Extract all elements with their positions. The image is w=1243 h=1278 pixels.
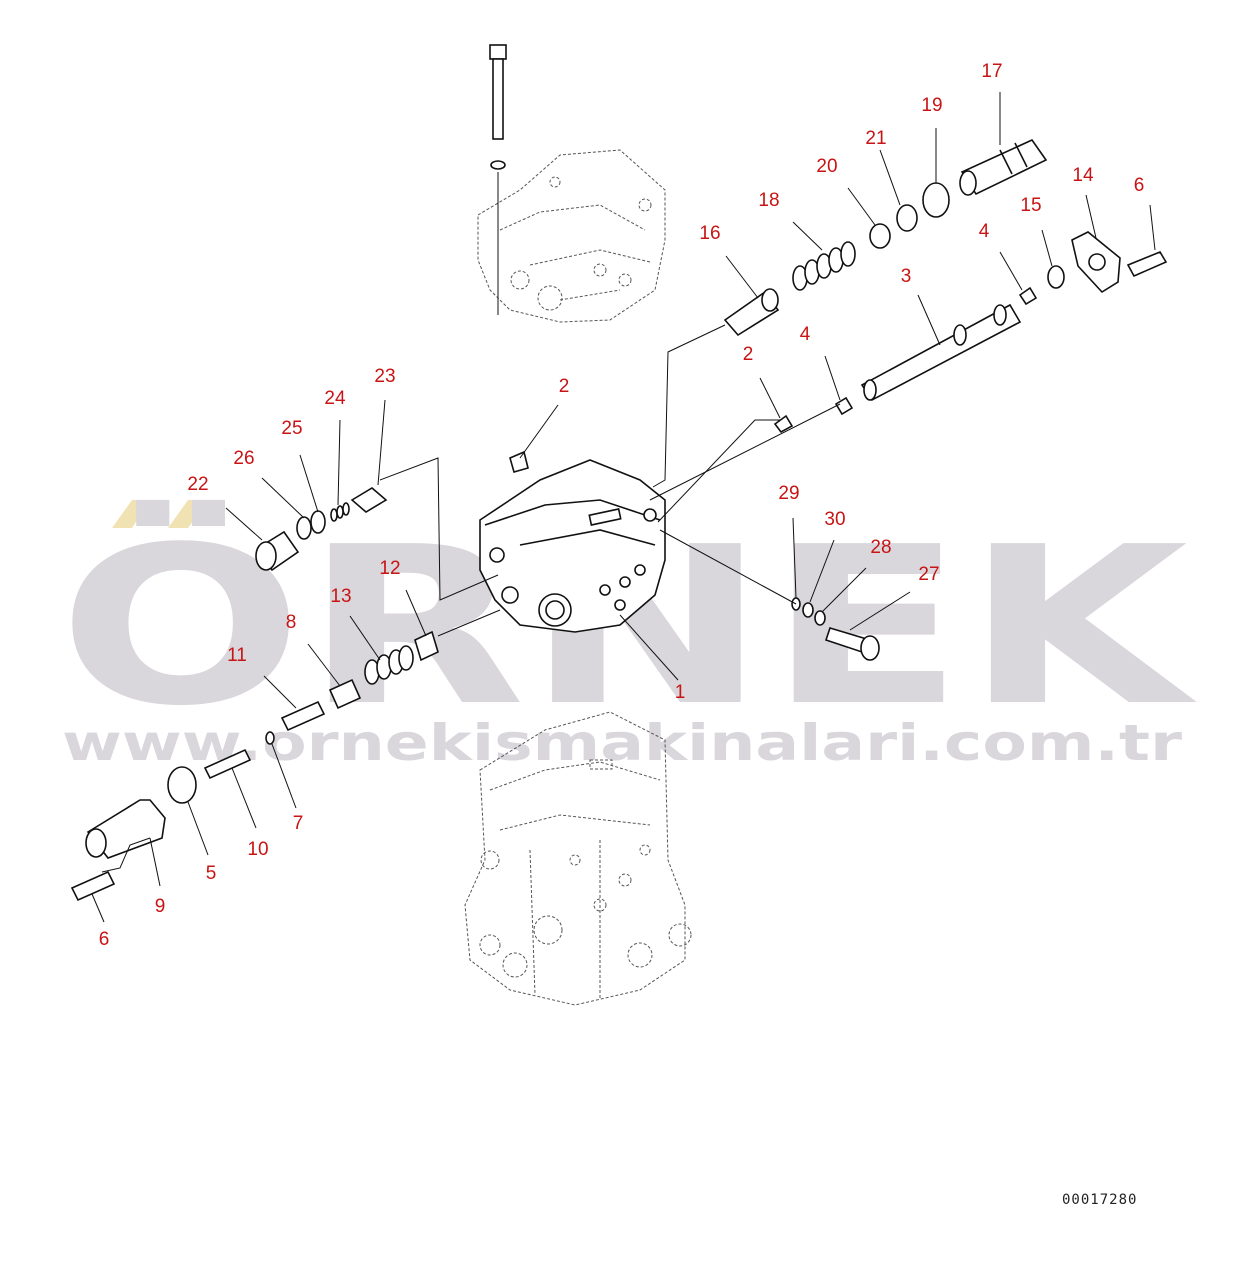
callout-20: 20 [816, 156, 837, 177]
plug-4-upper [1018, 286, 1038, 306]
watermark-url: www.ornekismakinalari.com.tr [62, 714, 1182, 772]
poppet-23 [350, 487, 388, 513]
callout-12: 12 [379, 558, 400, 579]
o-ring-19 [922, 182, 950, 218]
o-ring-5 [167, 766, 197, 804]
callout-16: 16 [699, 223, 720, 244]
o-ring-20 [869, 223, 891, 249]
callout-28: 28 [870, 537, 891, 558]
solenoid-9 [85, 799, 166, 859]
callout-26: 26 [233, 448, 254, 469]
plug-22 [255, 530, 300, 572]
drawing-id: 00017280 [1062, 1192, 1137, 1208]
ring-21 [896, 204, 918, 232]
callout-labels: 17 19 21 20 18 14 6 15 16 4 3 2 4 2 23 2… [99, 61, 1145, 950]
plug-4-lower [834, 396, 854, 416]
callout-15: 15 [1020, 195, 1041, 216]
spring-seat-8 [328, 678, 362, 710]
callout-18: 18 [758, 190, 779, 211]
lower-valve-section-ghost [464, 711, 692, 1006]
o-ring-25 [310, 510, 326, 534]
upper-valve-section-ghost [477, 149, 666, 323]
callout-27: 27 [918, 564, 939, 585]
cover-14 [1071, 231, 1121, 294]
top-bolt [489, 44, 507, 315]
spring-24 [330, 502, 350, 522]
callout-25: 25 [281, 418, 302, 439]
callout-6-lower: 6 [99, 929, 110, 950]
callout-21: 21 [865, 128, 886, 149]
bolt-6-upper [1126, 251, 1168, 278]
plug-2-right [773, 414, 794, 434]
assembly-guide-lines [379, 324, 841, 637]
callout-19: 19 [921, 95, 942, 116]
backup-ring-30 [802, 602, 814, 618]
callout-14: 14 [1072, 165, 1094, 186]
watermark-umlaut-right [168, 500, 208, 528]
main-valve-body [479, 459, 666, 633]
callout-8: 8 [286, 612, 297, 633]
callout-7: 7 [293, 813, 304, 834]
callout-29: 29 [778, 483, 799, 504]
callout-2-left: 2 [559, 376, 570, 397]
callout-23: 23 [374, 366, 395, 387]
callout-5: 5 [206, 863, 217, 884]
watermark-umlaut-left [112, 500, 150, 528]
bolt-6-lower [70, 870, 116, 902]
callout-4-lower: 4 [800, 324, 811, 345]
pin-11 [280, 700, 326, 732]
o-ring-15 [1047, 265, 1065, 289]
spool-3 [860, 303, 1022, 402]
callout-1: 1 [675, 682, 686, 703]
callout-30: 30 [824, 509, 845, 530]
plug-27 [824, 627, 880, 661]
callout-3: 3 [901, 266, 912, 287]
plug-2-left [509, 450, 529, 473]
callout-2-right: 2 [743, 344, 754, 365]
backup-ring-26 [296, 516, 312, 540]
o-ring-7 [265, 731, 275, 745]
callout-leaders [91, 92, 1156, 923]
callout-10: 10 [247, 839, 268, 860]
callout-11: 11 [227, 645, 247, 666]
plug-12 [414, 630, 439, 662]
callout-6-upper: 6 [1134, 175, 1145, 196]
spring-13 [364, 645, 414, 685]
callout-22: 22 [187, 474, 208, 495]
callout-17: 17 [981, 61, 1002, 82]
spring-18 [792, 241, 856, 291]
callout-4-upper: 4 [979, 221, 990, 242]
o-ring-28 [814, 610, 826, 626]
solenoid-17 [959, 138, 1048, 196]
retainer-16 [723, 288, 780, 337]
callout-13: 13 [330, 586, 351, 607]
bolt-10 [203, 748, 252, 780]
callout-24: 24 [324, 388, 346, 409]
callout-9: 9 [155, 896, 166, 917]
